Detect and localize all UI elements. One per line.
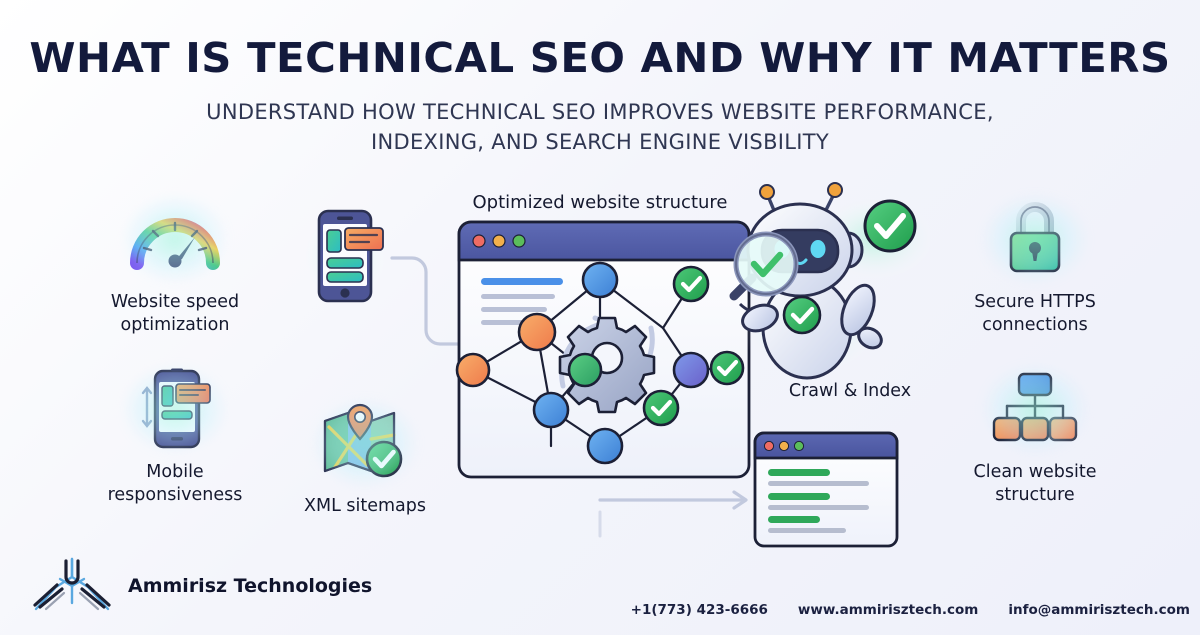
result-row bbox=[768, 469, 869, 486]
page-subtitle: UNDERSTAND HOW TECHNICAL SEO IMPROVES WE… bbox=[0, 98, 1200, 158]
robot-illustration bbox=[700, 178, 937, 388]
phone-thumbnail-icon bbox=[301, 205, 397, 312]
subtitle-line-2: INDEXING, AND SEARCH ENGINE VISBILITY bbox=[370, 129, 830, 154]
footer-brand: Ammirisz Technologies bbox=[30, 555, 372, 617]
result-row bbox=[768, 493, 869, 510]
map-pin-check-icon bbox=[265, 399, 465, 487]
node-green bbox=[567, 352, 603, 388]
contact-phone[interactable]: +1(773) 423-6666 bbox=[630, 602, 768, 618]
gear-icon bbox=[558, 316, 656, 414]
node-top bbox=[581, 261, 619, 299]
feature-label: Secure HTTPS connections bbox=[935, 291, 1135, 337]
caption-crawl-index: Crawl & Index bbox=[788, 381, 912, 401]
node-blue-left bbox=[532, 391, 570, 429]
label-line-1: Mobile bbox=[146, 462, 204, 482]
standalone-check-badge-icon bbox=[863, 199, 917, 253]
icon-glow bbox=[983, 195, 1087, 283]
search-results-window bbox=[752, 430, 900, 563]
icon-glow bbox=[313, 399, 417, 487]
browser-window bbox=[455, 218, 755, 493]
node-check-top bbox=[672, 265, 710, 303]
contact-email[interactable]: info@ammirisztech.com bbox=[1008, 602, 1190, 618]
padlock-icon bbox=[935, 195, 1135, 283]
magnifier-icon bbox=[729, 231, 799, 301]
label-line-2: optimization bbox=[120, 314, 230, 335]
icon-glow bbox=[123, 365, 227, 453]
robot-arm-right bbox=[840, 283, 876, 337]
header: WHAT IS TECHNICAL SEO AND WHY IT MATTERS… bbox=[0, 0, 1200, 158]
robot-glyph bbox=[729, 182, 937, 380]
feature-secure-https: Secure HTTPS connections bbox=[935, 195, 1135, 337]
result-row bbox=[768, 516, 846, 533]
subtitle-line-1: UNDERSTAND HOW TECHNICAL SEO IMPROVES WE… bbox=[206, 100, 994, 124]
brand-name: Ammirisz Technologies bbox=[128, 575, 373, 597]
page-title: WHAT IS TECHNICAL SEO AND WHY IT MATTERS bbox=[29, 34, 1171, 82]
feature-clean-structure: Clean website structure bbox=[935, 365, 1135, 507]
hierarchy-tree-icon bbox=[935, 365, 1135, 453]
label-line-1: Clean website bbox=[973, 462, 1097, 482]
network-nodes bbox=[455, 261, 745, 465]
speedometer-icon bbox=[75, 195, 275, 283]
search-results-glyph bbox=[753, 431, 899, 548]
feature-label: Clean website structure bbox=[935, 461, 1135, 507]
feature-website-speed: Website speed optimization bbox=[75, 195, 275, 337]
caption-optimized-structure: Optimized website structure bbox=[472, 192, 728, 213]
label-line-1: XML sitemaps bbox=[303, 496, 426, 516]
feature-label: Mobile responsiveness bbox=[75, 461, 275, 507]
contact-website[interactable]: www.ammirisztech.com bbox=[797, 602, 979, 618]
node-bottom bbox=[586, 427, 624, 465]
window-dot-maximize bbox=[512, 234, 526, 248]
browser-window-glyph bbox=[455, 220, 751, 479]
icon-glow bbox=[983, 365, 1087, 453]
antenna-tip-left bbox=[759, 184, 775, 200]
label-line-1: Secure HTTPS bbox=[974, 292, 1096, 312]
robot-chest-check-icon bbox=[782, 295, 822, 335]
label-line-1: Website speed bbox=[110, 292, 240, 312]
label-line-2: structure bbox=[995, 484, 1075, 505]
icon-glow bbox=[123, 195, 227, 283]
label-line-2: connections bbox=[982, 314, 1088, 335]
label-line-2: responsiveness bbox=[107, 484, 243, 505]
node-orange-upper bbox=[517, 312, 557, 352]
mobile-phone-icon bbox=[75, 365, 275, 453]
node-purple bbox=[672, 351, 710, 389]
node-check-right bbox=[709, 350, 745, 386]
feature-label: XML sitemaps bbox=[265, 495, 465, 518]
feature-label: Website speed optimization bbox=[75, 291, 275, 337]
window-dot-minimize bbox=[492, 234, 506, 248]
footer-contact: +1(773) 423-6666 www.ammirisztech.com in… bbox=[631, 602, 1190, 618]
phone-thumbnail-glyph bbox=[301, 207, 389, 307]
robot-hand-right bbox=[857, 326, 883, 350]
feature-mobile-responsiveness: Mobile responsiveness bbox=[75, 365, 275, 507]
robot-eye-right bbox=[810, 240, 826, 258]
window-dot-close bbox=[472, 234, 486, 248]
antenna-tip-right bbox=[827, 182, 843, 198]
feature-xml-sitemaps: XML sitemaps bbox=[265, 399, 465, 518]
robot-arm-left bbox=[741, 303, 779, 333]
node-check-bottom bbox=[642, 389, 680, 427]
company-logo-icon bbox=[33, 557, 111, 611]
heading-bar bbox=[481, 278, 563, 285]
node-orange-lower bbox=[455, 352, 491, 388]
